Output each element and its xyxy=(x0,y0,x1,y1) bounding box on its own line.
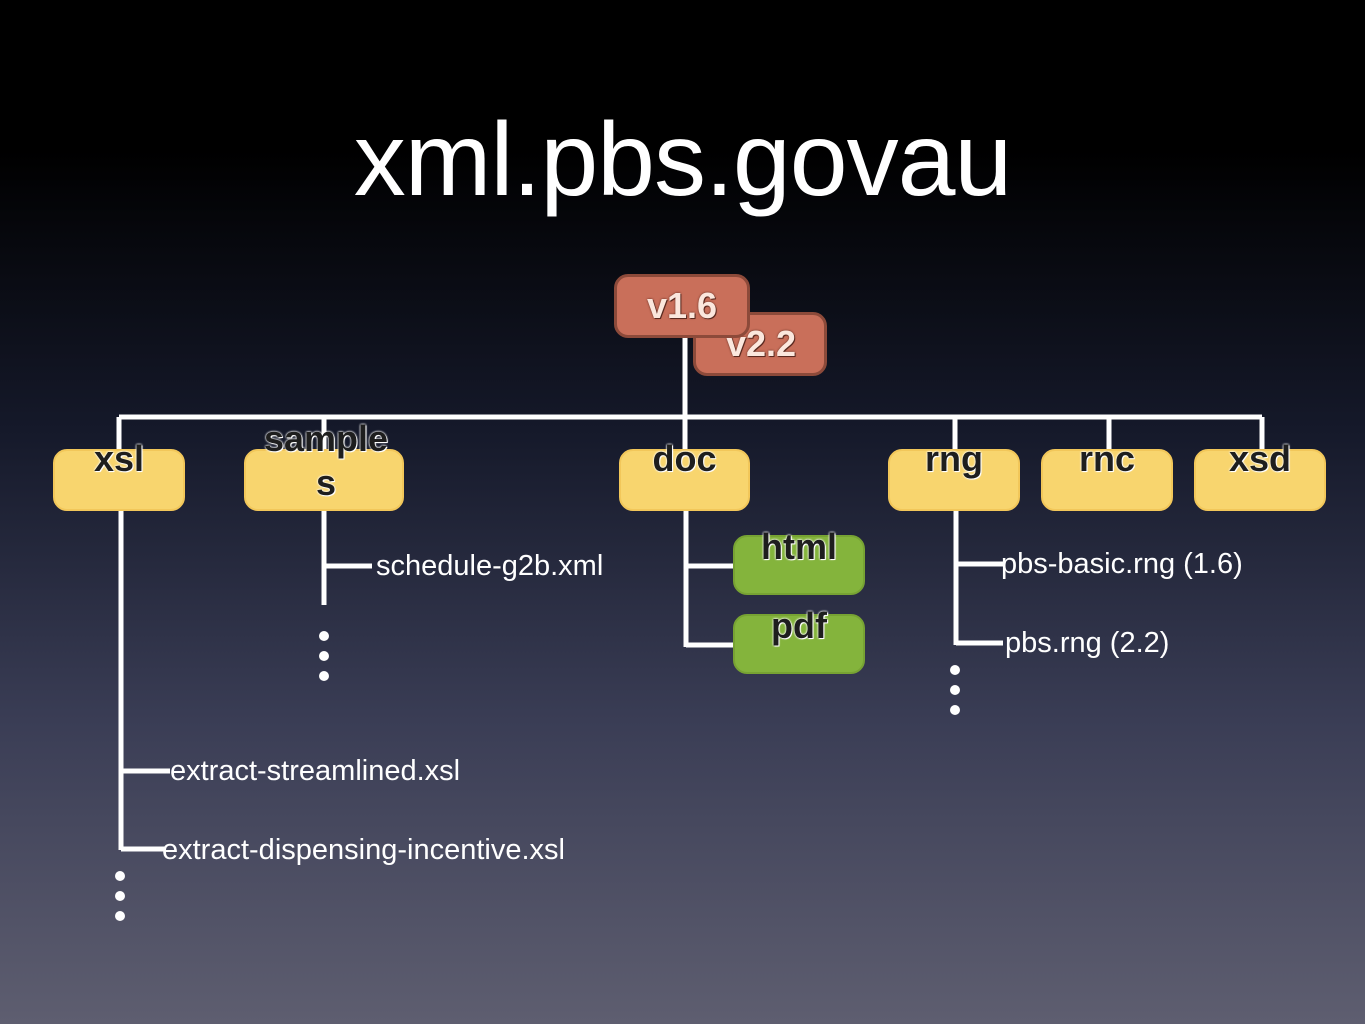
folder-xsl: xsl xyxy=(53,438,185,511)
folder-doc: doc xyxy=(619,438,750,511)
doc-format-html: html xyxy=(733,526,865,595)
file-schedule-g2b-xml: schedule-g2b.xml xyxy=(376,550,604,582)
folder-rng: rng xyxy=(888,438,1020,511)
version-tag-v1-6: v1.6 xyxy=(614,274,750,338)
folder-samples: sample s xyxy=(244,418,404,511)
file-pbs-rng: pbs.rng (2.2) xyxy=(1005,627,1170,659)
diagram-title: xml.pbs.govau xyxy=(353,102,1013,218)
file-extract-streamlined-xsl: extract-streamlined.xsl xyxy=(170,755,461,787)
folder-rnc: rnc xyxy=(1041,438,1173,511)
folder-xsd: xsd xyxy=(1194,438,1326,511)
file-pbs-basic-rng: pbs-basic.rng (1.6) xyxy=(1001,548,1243,580)
doc-format-pdf: pdf xyxy=(733,605,865,674)
file-extract-dispensing-incentive-xsl: extract-dispensing-incentive.xsl xyxy=(162,834,565,866)
